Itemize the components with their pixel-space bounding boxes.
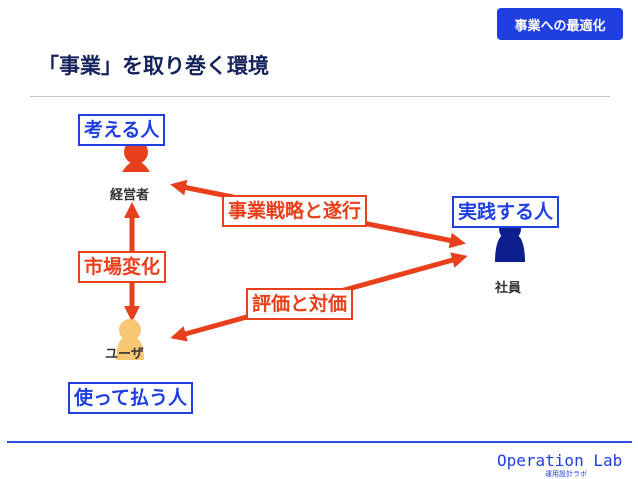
management-label: 経営者	[110, 188, 150, 203]
strategy-relation-box: 事業戦略と遂行	[222, 195, 368, 227]
footer-brand: Operation Lab	[497, 451, 623, 470]
page-title: 「事業」を取り巻く環境	[38, 54, 269, 78]
employee-label: 社員	[495, 281, 522, 296]
management-role-box: 考える人	[78, 114, 166, 146]
evaluation-relation-box: 評価と対価	[246, 288, 354, 320]
employee-role-box: 実践する人	[452, 196, 560, 228]
title-divider	[30, 96, 610, 97]
user-person-icon	[116, 319, 144, 360]
footer-divider	[7, 441, 632, 443]
market-relation-box: 市場変化	[78, 251, 167, 283]
section-badge: 事業への最適化	[497, 8, 623, 40]
user-role-box: 使って払う人	[68, 382, 194, 414]
management-person-icon	[122, 140, 150, 172]
footer-subtitle: 運用設計ラボ	[545, 470, 587, 478]
user-label: ユーザ	[105, 347, 144, 362]
